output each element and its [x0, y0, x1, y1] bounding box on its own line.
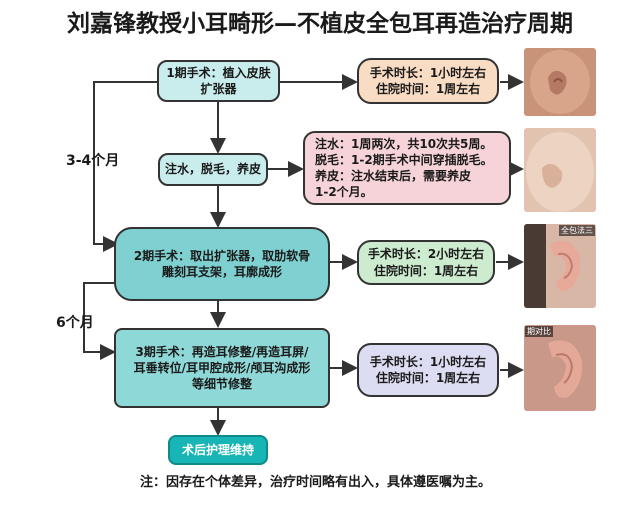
stage2-info: 手术时长：2小时左右 住院时间：1周左右 [357, 240, 495, 285]
photo-comparison: 期对比 [524, 325, 596, 411]
photo-label-3: 全包法三 [559, 225, 595, 236]
interval-loop-2 [83, 282, 117, 360]
aftercare-box: 术后护理维持 [168, 435, 268, 465]
stage3-info: 手术时长：1小时左右 住院时间：1周左右 [357, 343, 499, 397]
page-title: 刘嘉锋教授小耳畸形—不植皮全包耳再造治疗周期 [67, 11, 573, 37]
injection-info: 注水：1周两次，共10次共5周。 脱毛：1-2期手术中间穿插脱毛。 养皮：注水结… [303, 131, 511, 205]
photo-reconstructed-ear: 全包法三 [524, 224, 596, 308]
stage3-box: 3期手术：再造耳修整/再造耳屏/ 耳垂转位/耳甲腔成形/颅耳沟成形 等细节修整 [114, 328, 330, 408]
photo-expander [524, 128, 596, 212]
footnote: 注：因存在个体差异，治疗时间略有出入，具体遵医嘱为主。 [140, 475, 492, 490]
interval-label-2: 6个月 [56, 315, 94, 331]
stage1-info: 手术时长：1小时左右 住院时间：1周左右 [357, 58, 499, 104]
interval-label-1: 3-4个月 [66, 153, 120, 169]
injection-box: 注水，脱毛，养皮 [158, 153, 268, 186]
photo-microtia-before [524, 48, 596, 116]
stage1-box: 1期手术：植入皮肤 扩张器 [157, 60, 280, 102]
interval-loop-1 [93, 81, 157, 252]
photo-label-4: 期对比 [525, 326, 553, 337]
stage2-box: 2期手术：取出扩张器，取肋软骨 雕刻耳支架，耳廓成形 [114, 227, 330, 301]
